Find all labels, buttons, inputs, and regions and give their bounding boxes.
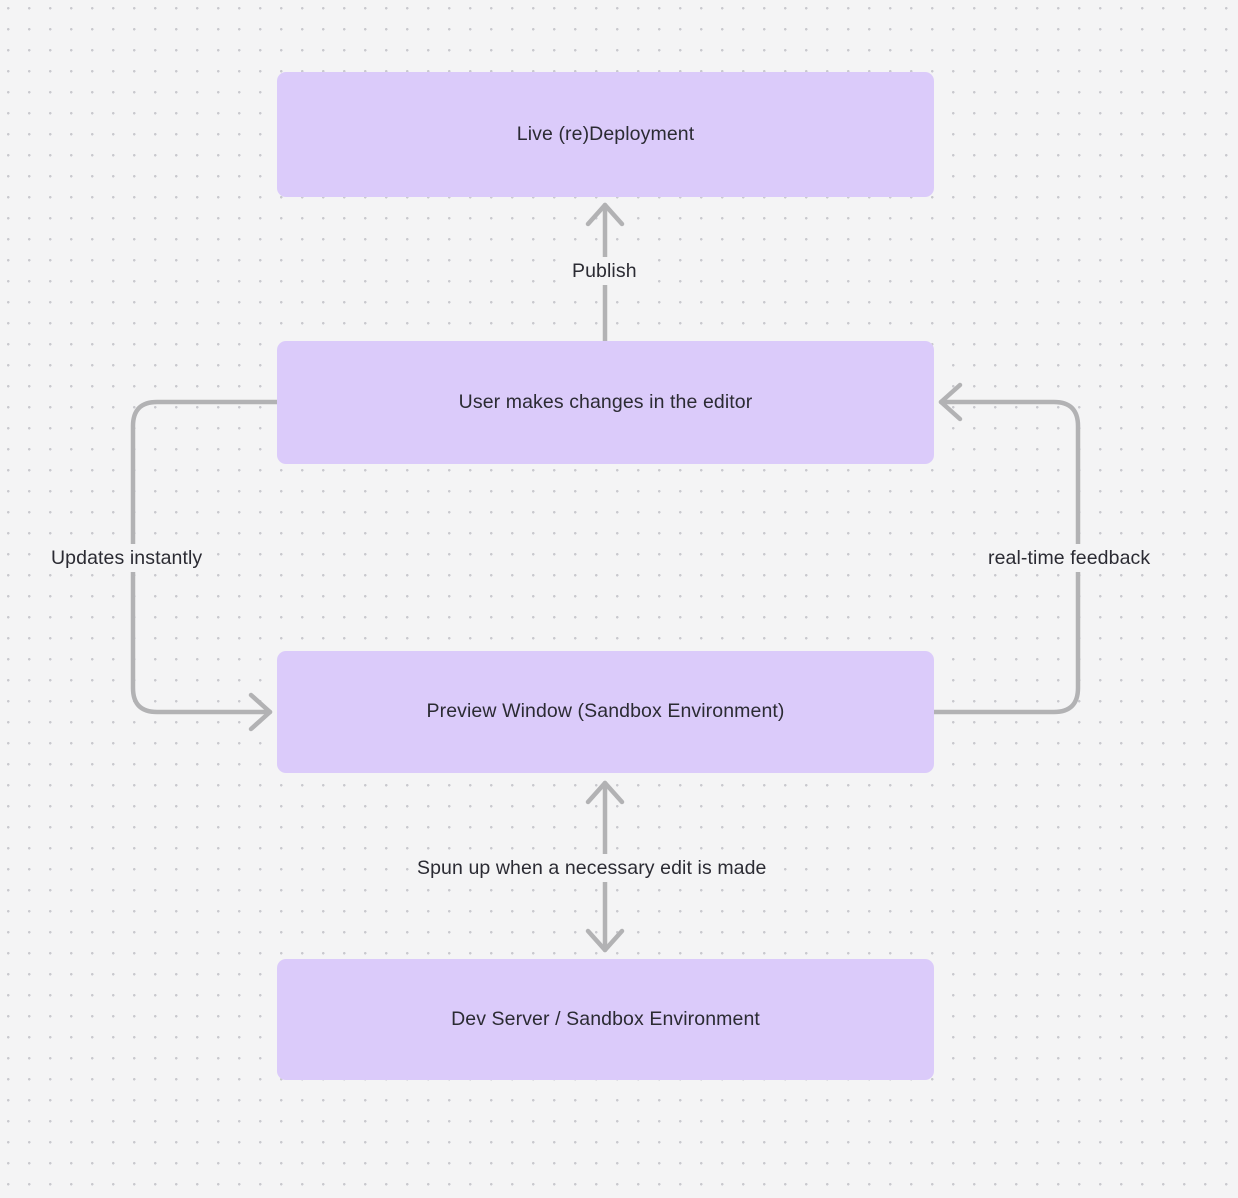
edge-label-publish: Publish [565,257,644,286]
node-label: Dev Server / Sandbox Environment [451,1007,760,1030]
node-label: User makes changes in the editor [458,390,753,413]
node-preview-window[interactable]: Preview Window (Sandbox Environment) [277,651,934,773]
edge-label-spun-up: Spun up when a necessary edit is made [410,854,774,883]
node-label: Live (re)Deployment [516,122,695,145]
node-label: Preview Window (Sandbox Environment) [426,700,785,723]
node-user-makes-changes[interactable]: User makes changes in the editor [277,341,934,464]
edge-label-real-time-feedback: real-time feedback [981,544,1158,573]
node-dev-server[interactable]: Dev Server / Sandbox Environment [277,959,934,1080]
node-live-redeployment[interactable]: Live (re)Deployment [277,72,934,197]
edge-label-updates-instantly: Updates instantly [44,544,210,573]
